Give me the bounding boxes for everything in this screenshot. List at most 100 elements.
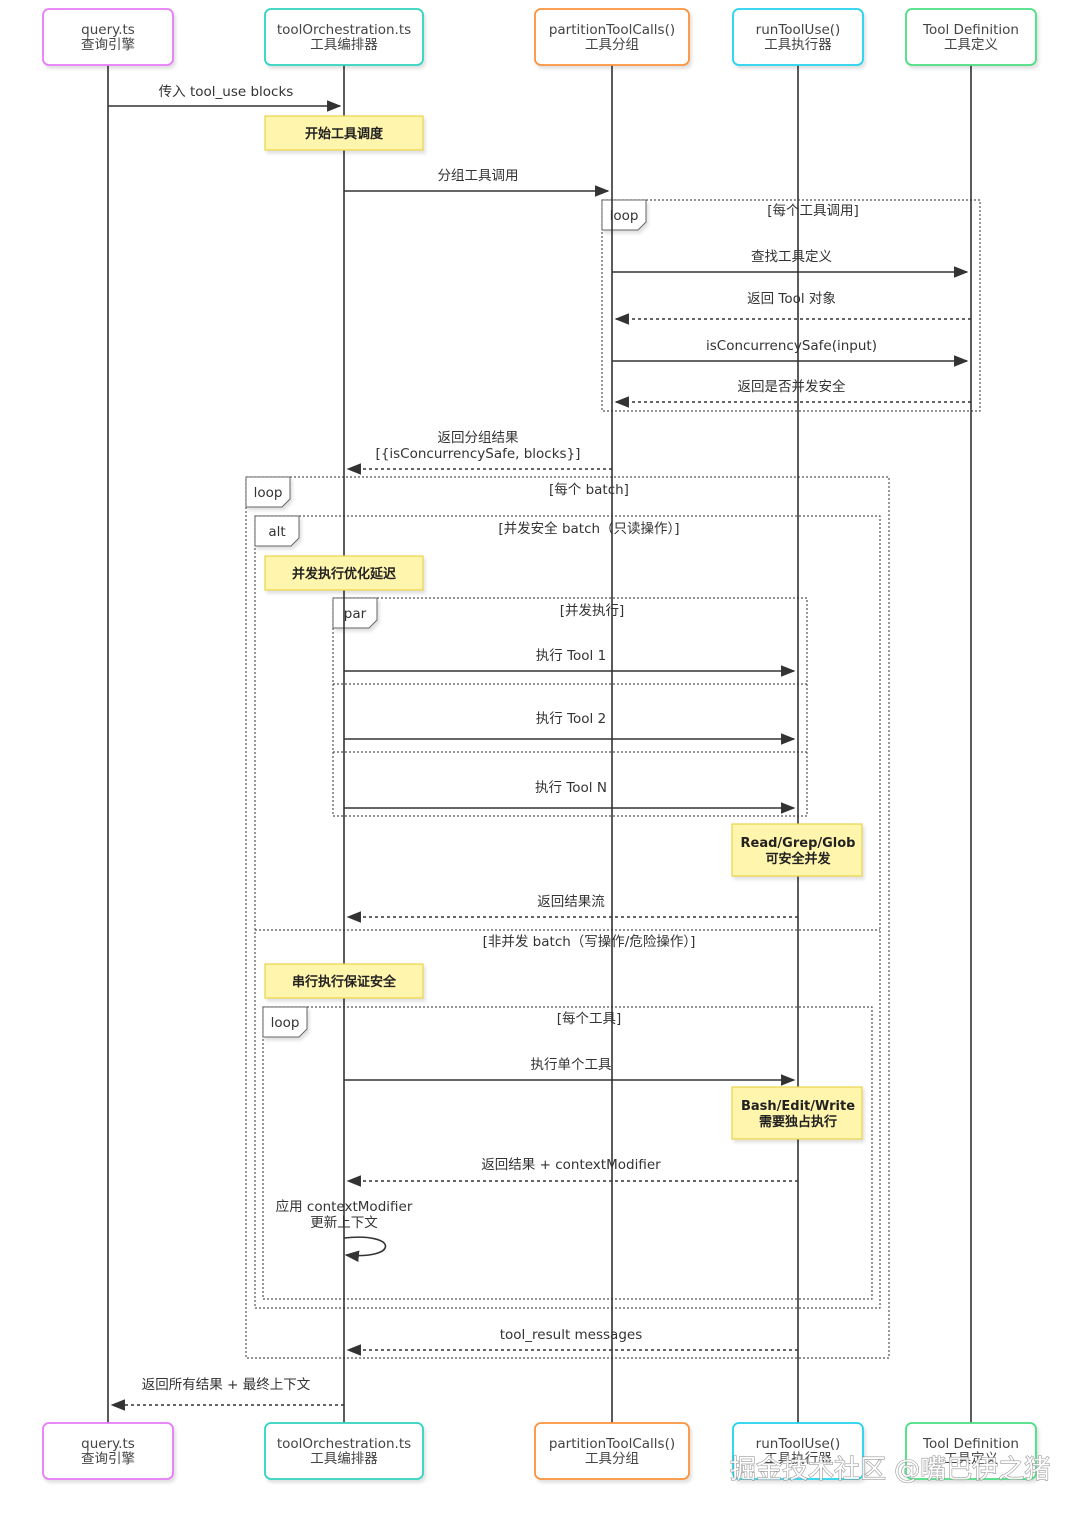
note-text: 可安全并发 xyxy=(765,851,831,867)
frame-loop-1: loop [每个 batch] xyxy=(245,476,890,1359)
frame-tab xyxy=(245,476,291,508)
watermark: 掘金技术社区 @嘴巴伊之猪 xyxy=(730,1455,1050,1485)
participant-box xyxy=(732,1422,864,1480)
frame-title: [每个工具] xyxy=(557,1011,622,1027)
frame-border xyxy=(601,199,981,412)
message-1: 分组工具调用 xyxy=(344,168,610,197)
participant-name: toolOrchestration.ts xyxy=(277,22,411,38)
participant-box xyxy=(732,8,864,66)
frame-kind-label: loop xyxy=(254,485,283,501)
message-label: isConcurrencySafe(input) xyxy=(706,338,877,354)
frame-title: [并发执行] xyxy=(560,603,625,619)
note-1: 并发执行优化延迟 xyxy=(264,555,424,591)
note-box xyxy=(731,823,863,877)
message-9: 执行 Tool N xyxy=(344,780,796,814)
frame-tab xyxy=(262,1006,308,1038)
frame-tab xyxy=(601,199,647,231)
note-box xyxy=(264,115,424,151)
participant-subtitle: 工具定义 xyxy=(944,37,998,53)
participant-name: partitionToolCalls() xyxy=(549,22,675,38)
message-label: 返回所有结果 + 最终上下文 xyxy=(142,1377,311,1393)
message-label: 执行 Tool N xyxy=(535,780,607,796)
participant-subtitle: 工具定义 xyxy=(944,1451,998,1467)
participant-subtitle: 工具执行器 xyxy=(764,1451,832,1467)
participant-box xyxy=(264,8,424,66)
frame-kind-label: loop xyxy=(610,208,639,224)
message-label: 应用 contextModifier xyxy=(276,1198,413,1215)
frame-border xyxy=(262,1006,873,1300)
note-text: 需要独占执行 xyxy=(759,1114,837,1130)
frame-kind-label: loop xyxy=(271,1015,300,1031)
message-3: 返回 Tool 对象 xyxy=(614,291,971,325)
participant-name: query.ts xyxy=(81,22,135,38)
participant-box xyxy=(534,8,690,66)
frame-border xyxy=(332,597,808,817)
participant-box xyxy=(42,1422,174,1480)
frame-tab xyxy=(254,515,300,547)
message-14: tool_result messages xyxy=(346,1327,798,1356)
message-10: 返回结果流 xyxy=(346,894,798,923)
participant-subtitle: 工具分组 xyxy=(585,1451,639,1467)
participant-box xyxy=(905,1422,1037,1480)
frame-loop-4: loop [每个工具] xyxy=(262,1006,873,1300)
participant-name: toolOrchestration.ts xyxy=(277,1436,411,1452)
self-arrow xyxy=(343,1236,387,1262)
message-15: 返回所有结果 + 最终上下文 xyxy=(110,1377,344,1411)
message-6: 返回分组结果[{isConcurrencySafe, blocks}] xyxy=(346,430,612,475)
participant-name: Tool Definition xyxy=(922,22,1019,38)
frame-border xyxy=(254,515,881,1309)
message-label: 执行 Tool 2 xyxy=(536,711,606,727)
note-text: 并发执行优化延迟 xyxy=(292,566,396,582)
participant-subtitle: 查询引擎 xyxy=(81,37,135,53)
participant-subtitle: 工具分组 xyxy=(585,37,639,53)
participant-box xyxy=(264,1422,424,1480)
message-label: 执行 Tool 1 xyxy=(536,648,606,664)
participant-name: Tool Definition xyxy=(922,1436,1019,1452)
participant-box xyxy=(42,8,174,66)
note-text: 串行执行保证安全 xyxy=(292,974,397,990)
message-label: 返回结果流 xyxy=(537,894,605,910)
participant-run-bottom: runToolUse()工具执行器 xyxy=(732,1422,864,1480)
frame-alt-2: alt[并发安全 batch（只读操作）][非并发 batch（写操作/危险操作… xyxy=(254,515,881,1309)
message-label: 更新上下文 xyxy=(310,1215,378,1231)
message-5: 返回是否并发安全 xyxy=(614,378,971,408)
participant-name: query.ts xyxy=(81,1436,135,1452)
frame-loop-0: loop [每个工具调用] xyxy=(601,199,981,412)
message-label: 传入 tool_use blocks xyxy=(159,84,294,100)
participant-subtitle: 工具编排器 xyxy=(310,1451,378,1467)
message-12: 返回结果 + contextModifier xyxy=(346,1157,798,1187)
frame-title: [每个 batch] xyxy=(549,482,629,498)
message-label: 返回是否并发安全 xyxy=(738,378,846,395)
frame-kind-label: par xyxy=(344,606,367,622)
note-text: Read/Grep/Glob xyxy=(741,836,856,851)
note-text: Bash/Edit/Write xyxy=(741,1099,855,1114)
message-label: 返回 Tool 对象 xyxy=(747,291,836,307)
participant-box xyxy=(534,1422,690,1480)
message-label: 执行单个工具 xyxy=(531,1057,612,1073)
message-label: tool_result messages xyxy=(500,1327,643,1343)
message-label: 返回分组结果 xyxy=(438,430,519,446)
note-box xyxy=(731,1086,863,1140)
frame-kind-label: alt xyxy=(268,524,285,540)
note-box xyxy=(264,555,424,591)
participant-box xyxy=(905,8,1037,66)
frame-par-3: par [并发执行] xyxy=(332,597,808,817)
note-box xyxy=(264,963,424,999)
frame-title: [每个工具调用] xyxy=(767,203,859,219)
frame-border xyxy=(245,476,890,1359)
participant-part-top: partitionToolCalls()工具分组 xyxy=(534,8,690,66)
participant-subtitle: 查询引擎 xyxy=(81,1451,135,1467)
participant-run-top: runToolUse()工具执行器 xyxy=(732,8,864,66)
frame-title: [并发安全 batch（只读操作）] xyxy=(498,520,679,537)
participant-subtitle: 工具编排器 xyxy=(310,37,378,53)
message-label: [{isConcurrencySafe, blocks}] xyxy=(376,446,581,462)
